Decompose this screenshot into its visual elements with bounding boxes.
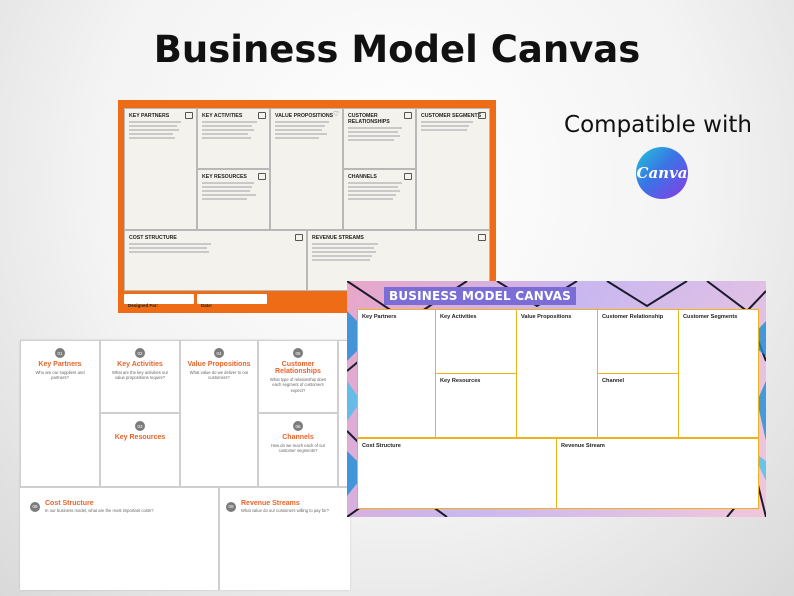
users-icon (478, 112, 486, 119)
checklist-icon (258, 112, 266, 119)
block-title: CUSTOMER RELATIONSHIPS (348, 113, 390, 126)
block-title: Key Partners (362, 314, 397, 320)
block-title: VALUE PROPOSITIONS (275, 113, 334, 119)
block-number: 09 (226, 501, 236, 512)
purple-key-partners: Key Partners (357, 309, 436, 438)
purple-channel: Channel (597, 373, 679, 438)
purple-cost-structure: Cost Structure (357, 438, 557, 509)
block-title: Customer Relationships (275, 361, 321, 375)
block-description: What value do we deliver to our customer… (189, 370, 249, 381)
block-number: 05 (293, 348, 303, 358)
compatible-with-text: Compatible with (564, 112, 752, 138)
orange-customer-segments: CUSTOMER SEGMENTS (416, 108, 490, 230)
block-description: What value do our customers willing to p… (241, 508, 329, 513)
orange-value-propositions: VALUE PROPOSITIONS ♡ (270, 108, 343, 230)
block-description: In our business model, what are the most… (45, 508, 154, 513)
block-description: What are the key activities our value pr… (111, 370, 169, 381)
block-title: KEY PARTNERS (129, 113, 170, 119)
block-number: 03 (135, 421, 145, 431)
block-title: Key Resources (114, 434, 166, 441)
block-description: How do we reach each of our customer seg… (270, 443, 326, 454)
block-title: Key Resources (440, 378, 481, 384)
block-title: Key Partners (38, 361, 82, 368)
block-title: Value Propositions (187, 361, 251, 368)
block-title: KEY RESOURCES (202, 174, 247, 180)
white-key-resources: 03 Key Resources (100, 413, 180, 487)
block-title: KEY ACTIVITIES (202, 113, 243, 119)
orange-channels: CHANNELS (343, 169, 416, 230)
block-title: Revenue Stream (561, 443, 605, 449)
orange-customer-relationships: CUSTOMER RELATIONSHIPS (343, 108, 416, 169)
white-cost-structure: 08 Cost Structure In our business model,… (20, 487, 219, 590)
purple-value-propositions: Value Propositions (516, 309, 598, 438)
block-description: Who are our suppliers and partners? (35, 370, 85, 381)
orange-key-activities: KEY ACTIVITIES (197, 108, 270, 169)
block-number: 02 (135, 348, 145, 358)
purple-customer-segments: Customer Segments (678, 309, 759, 438)
purple-canvas-banner: BUSINESS MODEL CANVAS (384, 287, 576, 305)
block-number: 08 (30, 501, 40, 512)
block-title: Key Activities (440, 314, 477, 320)
white-revenue-streams: 09 Revenue Streams What value do our cus… (219, 487, 350, 590)
block-number: 04 (214, 348, 224, 358)
block-number: 06 (293, 421, 303, 431)
date-field[interactable]: Date: (197, 294, 267, 308)
white-key-partners: 01 Key Partners Who are our suppliers an… (20, 340, 100, 487)
partners-icon (185, 112, 193, 119)
block-title: Value Propositions (521, 314, 572, 320)
block-description: What type of relationship does each segm… (269, 377, 327, 393)
purple-revenue-stream: Revenue Stream (556, 438, 759, 509)
revenue-icon (478, 234, 486, 241)
white-value-propositions: 04 Value Propositions What value do we d… (180, 340, 258, 487)
orange-canvas: KEY PARTNERS KEY ACTIVITIES KEY RESOURCE… (124, 108, 490, 291)
canva-logo: Canva (636, 147, 688, 199)
purple-key-resources: Key Resources (435, 373, 517, 438)
page-headline: Business Model Canvas (153, 28, 641, 71)
block-title: Cost Structure (45, 500, 94, 507)
heart-icon: ♡ (333, 111, 340, 118)
truck-icon (404, 173, 412, 180)
cost-icon (295, 234, 303, 241)
relationship-icon (404, 112, 412, 119)
block-title: COST STRUCTURE (129, 235, 177, 241)
purple-key-activities: Key Activities (435, 309, 517, 374)
white-customer-relationships: 05 Customer Relationships What type of r… (258, 340, 338, 413)
white-channels: 06 Channels How do we reach each of our … (258, 413, 338, 487)
white-canvas: 01 Key Partners Who are our suppliers an… (20, 340, 350, 590)
purple-canvas: BUSINESS MODEL CANVAS Key Partners Key A… (347, 281, 766, 517)
purple-customer-relationship: Customer Relationship (597, 309, 679, 374)
block-title: REVENUE STREAMS (312, 235, 364, 241)
block-number: 01 (55, 348, 65, 358)
block-title: Channels (282, 434, 314, 441)
white-key-activities: 02 Key Activities What are the key activ… (100, 340, 180, 413)
block-title: Cost Structure (362, 443, 401, 449)
block-title: Customer Segments (683, 314, 738, 320)
block-title: Customer Relationship (602, 314, 664, 320)
orange-key-resources: KEY RESOURCES (197, 169, 270, 230)
tools-icon (258, 173, 266, 180)
block-title: CUSTOMER SEGMENTS (421, 113, 482, 119)
block-title: Key Activities (117, 361, 163, 368)
designed-for-label: Designed For: (128, 303, 159, 308)
block-title: Revenue Streams (241, 500, 300, 507)
block-title: Channel (602, 378, 625, 384)
orange-cost-structure: COST STRUCTURE (124, 230, 307, 291)
date-label: Date: (201, 303, 213, 308)
designed-for-field[interactable]: Designed For: (124, 294, 194, 308)
orange-key-partners: KEY PARTNERS (124, 108, 197, 230)
block-title: CHANNELS (348, 174, 377, 180)
